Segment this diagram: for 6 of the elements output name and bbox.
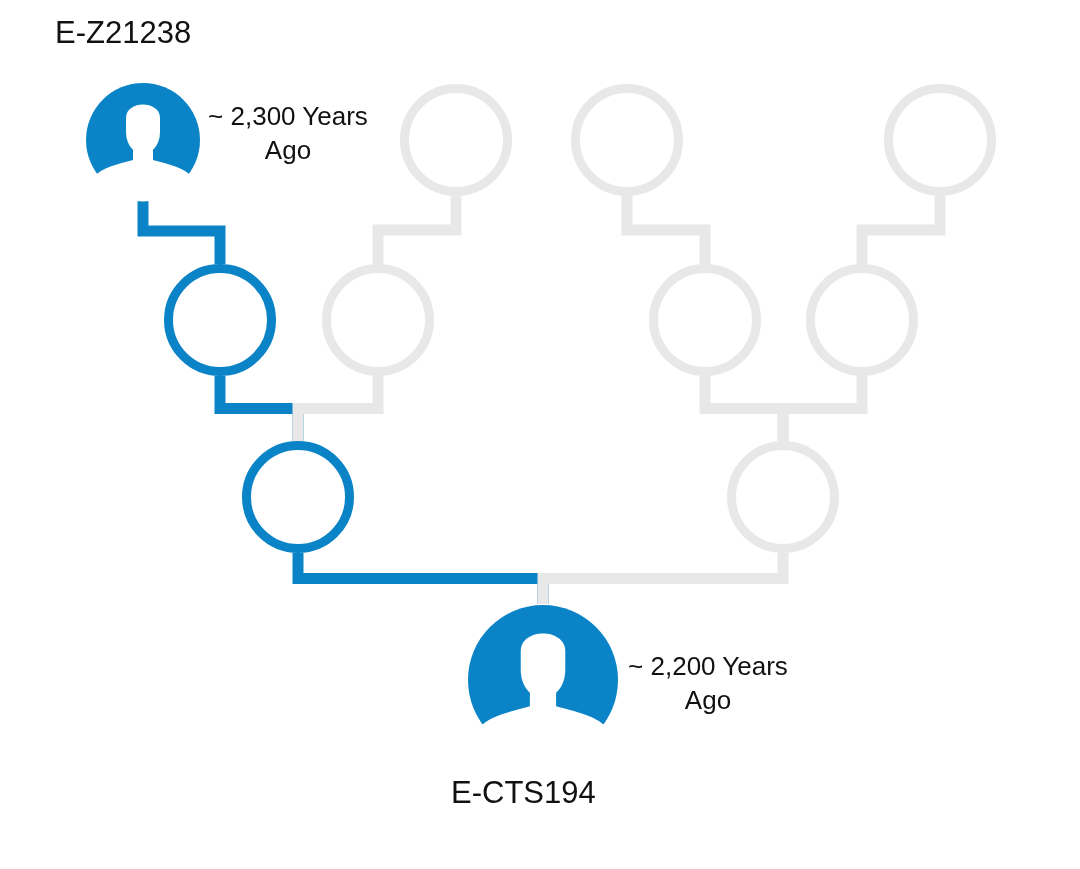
connector-line — [537, 553, 789, 604]
connector-line — [292, 376, 384, 441]
haplogroup-label: E-CTS194 — [451, 775, 596, 811]
age-label: ~ 2,300 Years Ago — [207, 100, 369, 167]
age-label: ~ 2,200 Years Ago — [627, 650, 789, 717]
haplogroup-label: E-Z21238 — [55, 15, 192, 51]
